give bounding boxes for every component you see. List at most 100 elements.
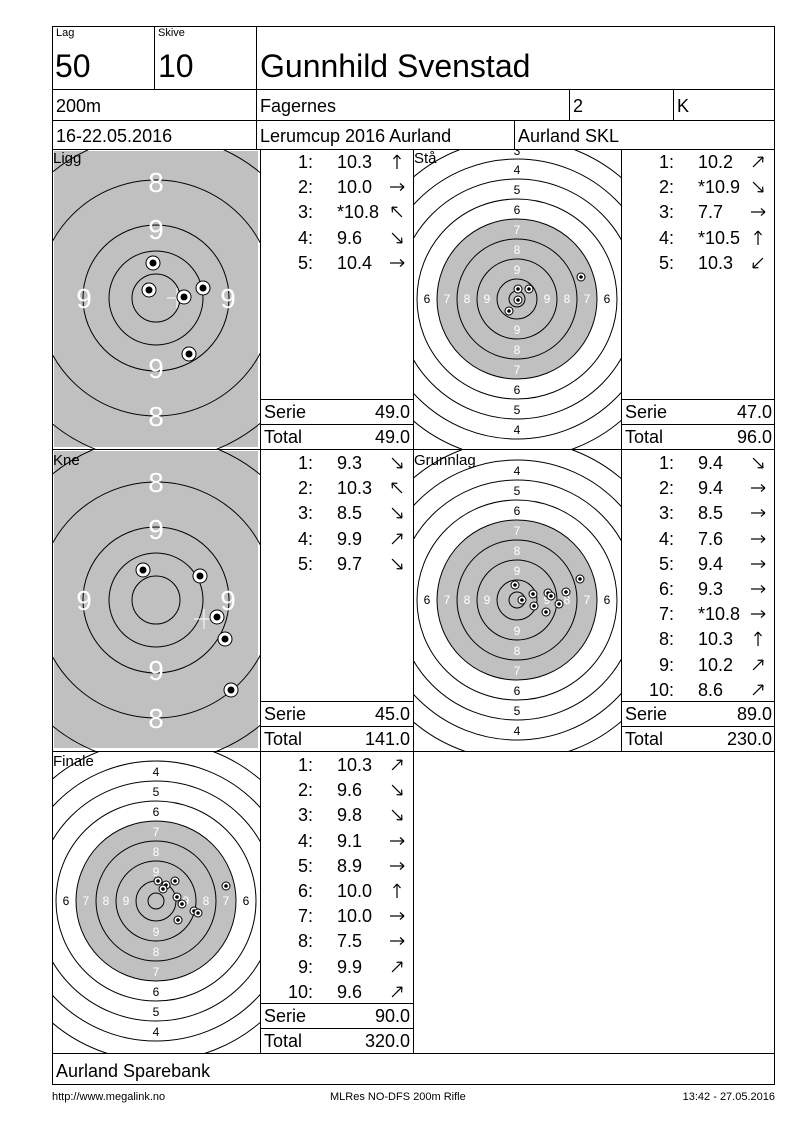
shot-number: 4: bbox=[297, 528, 313, 549]
ring-number: 8 bbox=[564, 292, 571, 306]
shot-direction bbox=[387, 959, 407, 975]
club-name: Aurland SKL bbox=[518, 126, 620, 146]
ring-label-8: 8 bbox=[148, 401, 164, 432]
ring-number: 8 bbox=[153, 945, 160, 959]
summary-line bbox=[260, 726, 413, 727]
shot-number: 4: bbox=[658, 227, 674, 248]
shot-value: 10.0 bbox=[337, 881, 373, 901]
ring-number: 9 bbox=[183, 894, 190, 908]
ring-number: 5 bbox=[514, 484, 521, 498]
shot-direction bbox=[748, 455, 768, 471]
shot-value: 9.4 bbox=[698, 453, 724, 473]
ring-number: 6 bbox=[424, 593, 431, 607]
ring-number: 7 bbox=[514, 223, 521, 237]
shot-direction bbox=[387, 984, 407, 1000]
shot-direction bbox=[748, 480, 768, 496]
shot-row: 6:9.3 bbox=[622, 579, 772, 601]
footer-software: MLRes NO-DFS 200m Rifle bbox=[330, 1091, 466, 1103]
direction-arrow-icon bbox=[751, 484, 766, 493]
shot-direction bbox=[748, 631, 768, 647]
shot-row: 4: 9.6 bbox=[261, 228, 411, 250]
direction-arrow-icon bbox=[391, 482, 403, 494]
direction-arrow-icon bbox=[391, 759, 403, 771]
grid-line bbox=[413, 751, 414, 1053]
summary-line bbox=[260, 424, 413, 425]
ring-number: 7 bbox=[584, 292, 591, 306]
shot-direction bbox=[748, 230, 768, 246]
serie-value: 49.0 bbox=[374, 402, 410, 422]
direction-arrow-icon bbox=[390, 861, 405, 870]
ring-number: 9 bbox=[514, 564, 521, 578]
class-number: 2 bbox=[573, 96, 584, 116]
shot-number: 8: bbox=[297, 931, 313, 952]
serie-label: Serie bbox=[625, 402, 668, 422]
shot-value: 9.7 bbox=[337, 553, 363, 574]
shot-direction bbox=[387, 883, 407, 899]
shot-number: 3: bbox=[658, 503, 674, 524]
shot-row: 7:10.0 bbox=[261, 906, 411, 928]
shot-number: 5: bbox=[658, 553, 674, 574]
shot-value: 10.2 bbox=[698, 654, 734, 675]
total-label: Total bbox=[264, 729, 303, 749]
ring-number: 7 bbox=[83, 894, 90, 908]
direction-arrow-icon bbox=[391, 961, 403, 972]
shot-direction bbox=[387, 556, 407, 572]
results-sheet bbox=[52, 26, 775, 1085]
shot-row: 10:9.6 bbox=[261, 982, 411, 1004]
shot-number: 5: bbox=[297, 252, 313, 273]
shot-value: 9.9 bbox=[337, 956, 363, 977]
shot-number: 1: bbox=[297, 755, 313, 775]
section-label-finale: Finale bbox=[53, 753, 94, 770]
ring-number: 9 bbox=[544, 292, 551, 306]
section-label-sta: Stå bbox=[414, 150, 437, 167]
summary-line bbox=[260, 701, 413, 702]
header-divider bbox=[52, 89, 775, 90]
target-sta: 3 4 5 6 7 8 9 9 8 7 6 5 4 6 7 8 9 9 8 7 … bbox=[414, 150, 621, 449]
shot-number: 3: bbox=[658, 202, 674, 223]
ring-number: 8 bbox=[564, 593, 571, 607]
direction-arrow-icon bbox=[752, 684, 764, 696]
direction-arrow-icon bbox=[390, 836, 405, 845]
direction-arrow-icon bbox=[754, 631, 762, 647]
shot-number: 10: bbox=[287, 981, 313, 1002]
ring-label-9: 9 bbox=[76, 283, 92, 314]
shot-value: 9.6 bbox=[337, 227, 363, 248]
total-value: 230.0 bbox=[726, 729, 772, 749]
serie-value: 89.0 bbox=[736, 704, 772, 724]
direction-arrow-icon bbox=[390, 258, 405, 267]
shot-row: 1:9.3 bbox=[261, 453, 411, 475]
direction-arrow-icon bbox=[390, 183, 405, 192]
shot-value: *10.8 bbox=[337, 202, 380, 223]
shot-number: 9: bbox=[658, 654, 674, 675]
shot-row: 2:10.3 bbox=[261, 478, 411, 500]
shot-number: 5: bbox=[297, 553, 313, 574]
direction-arrow-icon bbox=[752, 457, 764, 469]
ring-number: 4 bbox=[514, 464, 521, 478]
summary-line bbox=[621, 701, 775, 702]
shot-number: 1: bbox=[658, 152, 674, 172]
class-letter: K bbox=[677, 96, 690, 116]
shot-direction bbox=[387, 908, 407, 924]
shot-number: 9: bbox=[297, 956, 313, 977]
header-divider bbox=[256, 120, 257, 149]
footer-url[interactable]: http://www.megalink.no bbox=[52, 1091, 166, 1103]
shot-direction bbox=[748, 531, 768, 547]
location: Fagernes bbox=[260, 96, 337, 116]
footer-timestamp: 13:42 - 27.05.2016 bbox=[682, 1091, 775, 1103]
shot-number: 5: bbox=[658, 252, 674, 273]
shot-direction bbox=[748, 179, 768, 195]
ring-label-9: 9 bbox=[220, 283, 236, 314]
ring-number: 7 bbox=[514, 524, 521, 538]
target-grunnlag: 4 5 6 7 8 9 9 8 7 6 5 4 6 7 8 9 9 8 7 6 bbox=[414, 450, 621, 751]
direction-arrow-icon bbox=[391, 232, 403, 244]
shot-number: 4: bbox=[297, 227, 313, 248]
ring-number: 7 bbox=[444, 593, 451, 607]
shot-number: 4: bbox=[658, 528, 674, 549]
direction-arrow-icon bbox=[751, 559, 766, 568]
shot-value: 10.0 bbox=[337, 906, 373, 927]
ring-number: 9 bbox=[544, 593, 551, 607]
ring-number: 4 bbox=[514, 163, 521, 177]
target-kne: 8 9 9 9 9 8 bbox=[53, 450, 260, 751]
shot-value: 9.8 bbox=[337, 805, 363, 826]
